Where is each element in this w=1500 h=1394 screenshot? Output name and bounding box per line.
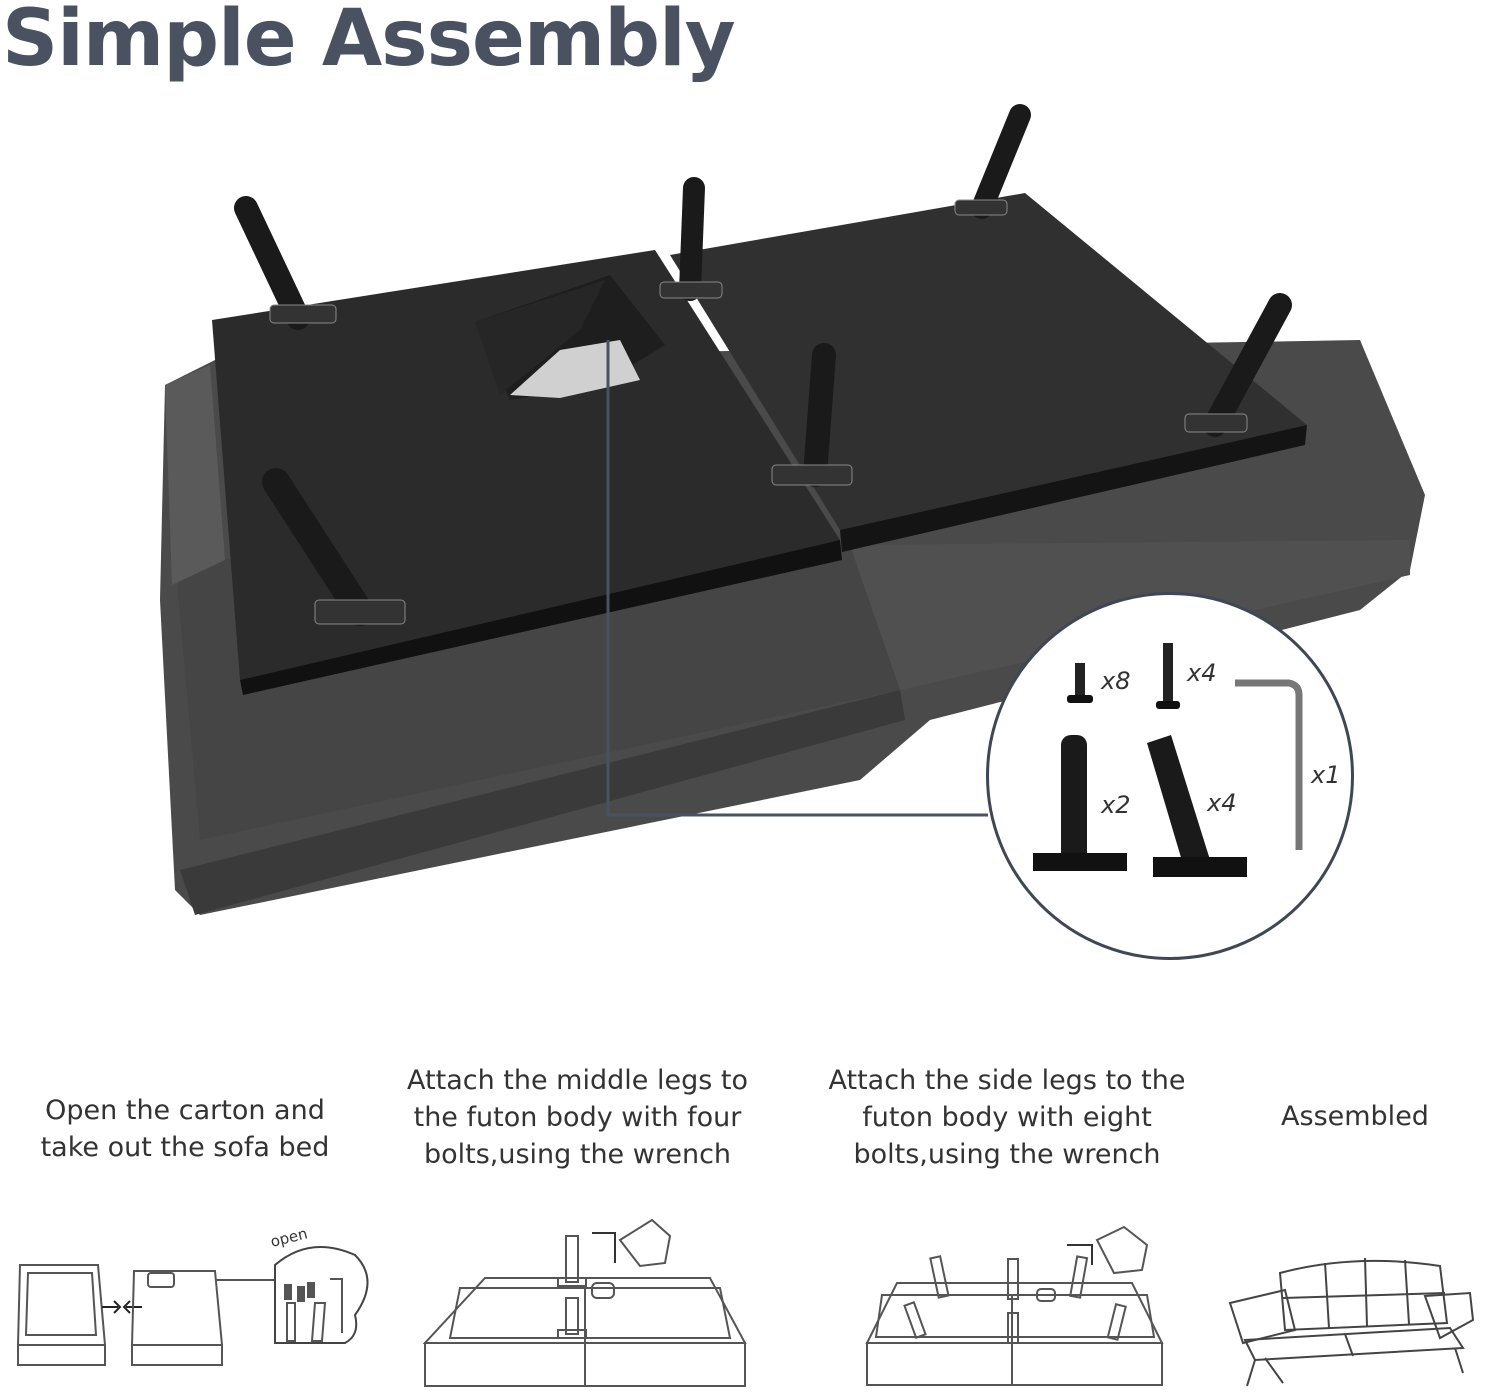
callout-connector [606, 340, 988, 817]
step-4-caption: Assembled [1281, 1101, 1429, 1132]
qty-straight-leg: x2 [1101, 791, 1131, 819]
hardware-parts [1033, 643, 1303, 877]
page-title: Simple Assembly [2, 0, 736, 84]
qty-wrench: x1 [1311, 761, 1341, 789]
left-base-board [212, 250, 842, 695]
step-4-assembled-sofa-illustration [1228, 1257, 1475, 1387]
long-bolt-icon [1156, 643, 1180, 709]
step-2-caption: Attach the middle legs to the futon body… [407, 1065, 748, 1170]
allen-wrench-icon [1235, 679, 1303, 850]
step-2-illustration [422, 1218, 747, 1387]
straight-middle-leg-icon [1033, 735, 1127, 871]
futon-underside-illustration [160, 104, 1425, 915]
step-3-illustration [865, 1225, 1164, 1386]
angled-side-leg-icon [1147, 735, 1247, 877]
furniture-legs [234, 104, 1292, 626]
step-1-illustration: open [16, 1225, 369, 1366]
qty-angled-leg: x4 [1207, 789, 1237, 817]
right-base-board [670, 193, 1307, 552]
open-badge-text: open [269, 1225, 310, 1251]
step-3-caption: Attach the side legs to the futon body w… [828, 1065, 1186, 1170]
step-1-caption: Open the carton and take out the sofa be… [40, 1095, 330, 1163]
qty-short-bolt: x8 [1101, 667, 1131, 695]
hardware-callout: x8 x4 x1 x2 x4 [986, 592, 1354, 960]
short-bolt-icon [1067, 663, 1093, 703]
qty-long-bolt: x4 [1187, 659, 1217, 687]
